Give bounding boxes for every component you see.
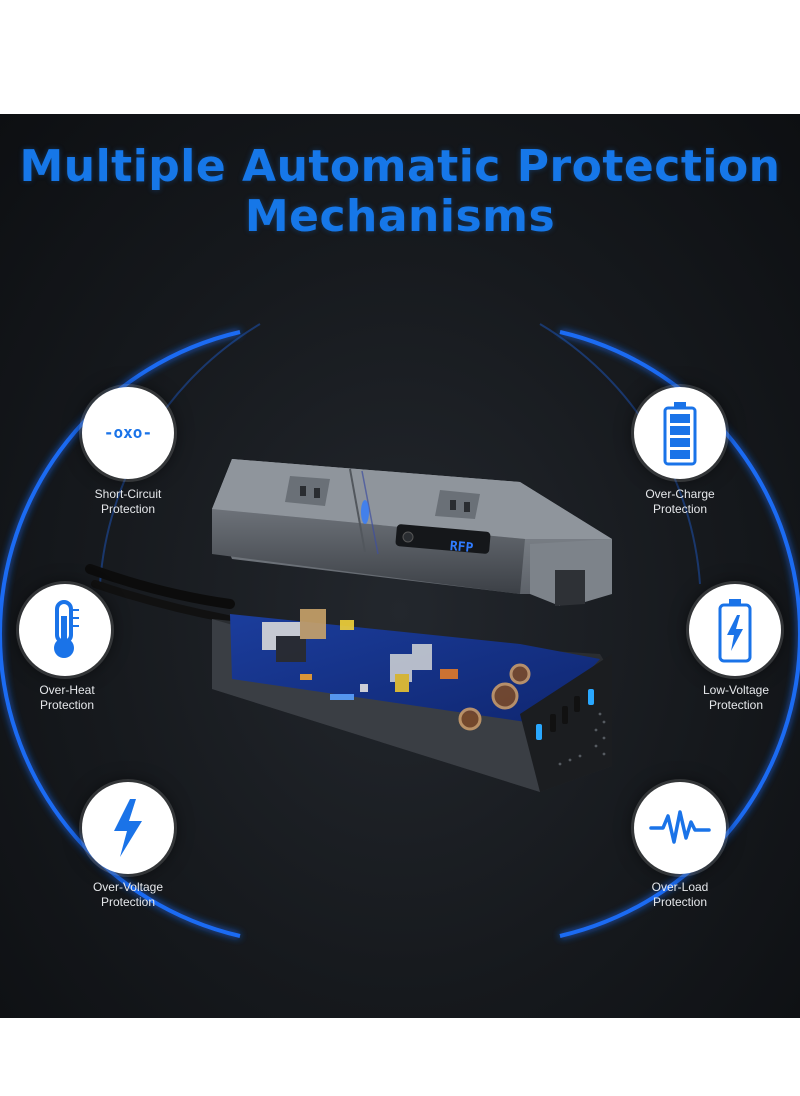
over-voltage-line2: Protection bbox=[100, 895, 156, 909]
over-heat-line1: Over-Heat bbox=[39, 683, 95, 697]
over-load-label: Over-Load Protection bbox=[610, 880, 750, 910]
product-poster: Multiple Automatic Protection Mechanisms bbox=[0, 114, 800, 1018]
title-line-1: Multiple Automatic Protection bbox=[19, 141, 781, 192]
over-load-icon bbox=[649, 810, 711, 844]
over-charge-label: Over-Charge Protection bbox=[610, 487, 750, 517]
over-charge-line1: Over-Charge bbox=[645, 487, 715, 501]
short-circuit-line2: Protection bbox=[100, 502, 156, 516]
low-voltage-icon bbox=[718, 599, 752, 663]
short-circuit-label: Short-Circuit Protection bbox=[58, 487, 198, 517]
over-charge-badge bbox=[634, 387, 726, 479]
short-circuit-badge: -oxo- bbox=[82, 387, 174, 479]
over-charge-line2: Protection bbox=[652, 502, 708, 516]
short-circuit-icon: -oxo- bbox=[104, 423, 152, 442]
over-heat-badge bbox=[19, 584, 111, 676]
low-voltage-line1: Low-Voltage bbox=[702, 683, 770, 697]
over-voltage-icon bbox=[114, 799, 142, 857]
poster-title: Multiple Automatic Protection Mechanisms bbox=[0, 142, 800, 242]
low-voltage-label: Low-Voltage Protection bbox=[666, 683, 800, 713]
over-voltage-label: Over-Voltage Protection bbox=[58, 880, 198, 910]
inverter-illustration: RFP bbox=[85, 459, 612, 792]
over-charge-icon bbox=[663, 402, 697, 466]
low-voltage-line2: Protection bbox=[708, 698, 764, 712]
over-load-badge bbox=[634, 782, 726, 874]
over-heat-line2: Protection bbox=[39, 698, 95, 712]
short-circuit-glyph: -oxo- bbox=[104, 423, 152, 442]
over-voltage-line1: Over-Voltage bbox=[92, 880, 164, 894]
device-display-readout: RFP bbox=[449, 539, 474, 556]
over-load-line2: Protection bbox=[652, 895, 708, 909]
over-heat-icon bbox=[54, 600, 79, 658]
low-voltage-badge bbox=[689, 584, 781, 676]
over-heat-label: Over-Heat Protection bbox=[0, 683, 137, 713]
over-voltage-badge bbox=[82, 782, 174, 874]
title-line-2: Mechanisms bbox=[244, 191, 556, 242]
over-load-line1: Over-Load bbox=[651, 880, 709, 894]
short-circuit-line1: Short-Circuit bbox=[94, 487, 162, 501]
